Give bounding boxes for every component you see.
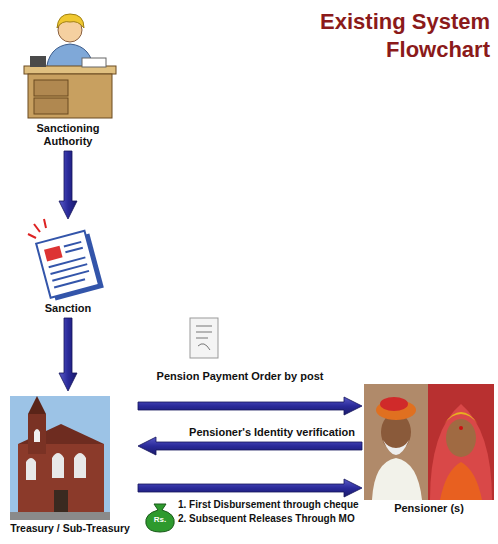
node-label: Treasury / Sub-Treasury [2,522,138,535]
chart-title: Existing System Flowchart [300,8,490,64]
block-arrow [59,151,77,219]
node-label: Pensioner (s) [362,502,496,515]
picture-node: Sanctioning Authority [18,4,118,148]
block-arrow [59,318,77,391]
alert-burst [28,219,46,238]
note-text: 1. First Disbursement through cheque [178,499,359,511]
sanction-document [36,230,104,302]
note-text: 2. Subsequent Releases Through MO [178,513,355,525]
picture-node: Pensioner (s) [362,384,496,515]
node-label: Sanctioning Authority [18,122,118,148]
block-arrow [138,479,362,497]
picture-node: Treasury / Sub-Treasury [2,394,138,535]
ppo-icon [190,318,218,358]
edge-label: Pension Payment Order by post [155,370,326,383]
currency-mark: Rs. [154,514,166,526]
pensioner-photos [364,384,494,500]
block-arrow [138,437,362,455]
treasury-building [10,396,110,520]
edge-label: Pensioner's Identity verification [187,426,357,439]
official-at-desk [24,14,116,118]
money-bag [146,504,175,532]
node-label: Sanction [28,302,108,315]
picture-node: Sanction [28,222,108,315]
block-arrow [138,397,362,415]
